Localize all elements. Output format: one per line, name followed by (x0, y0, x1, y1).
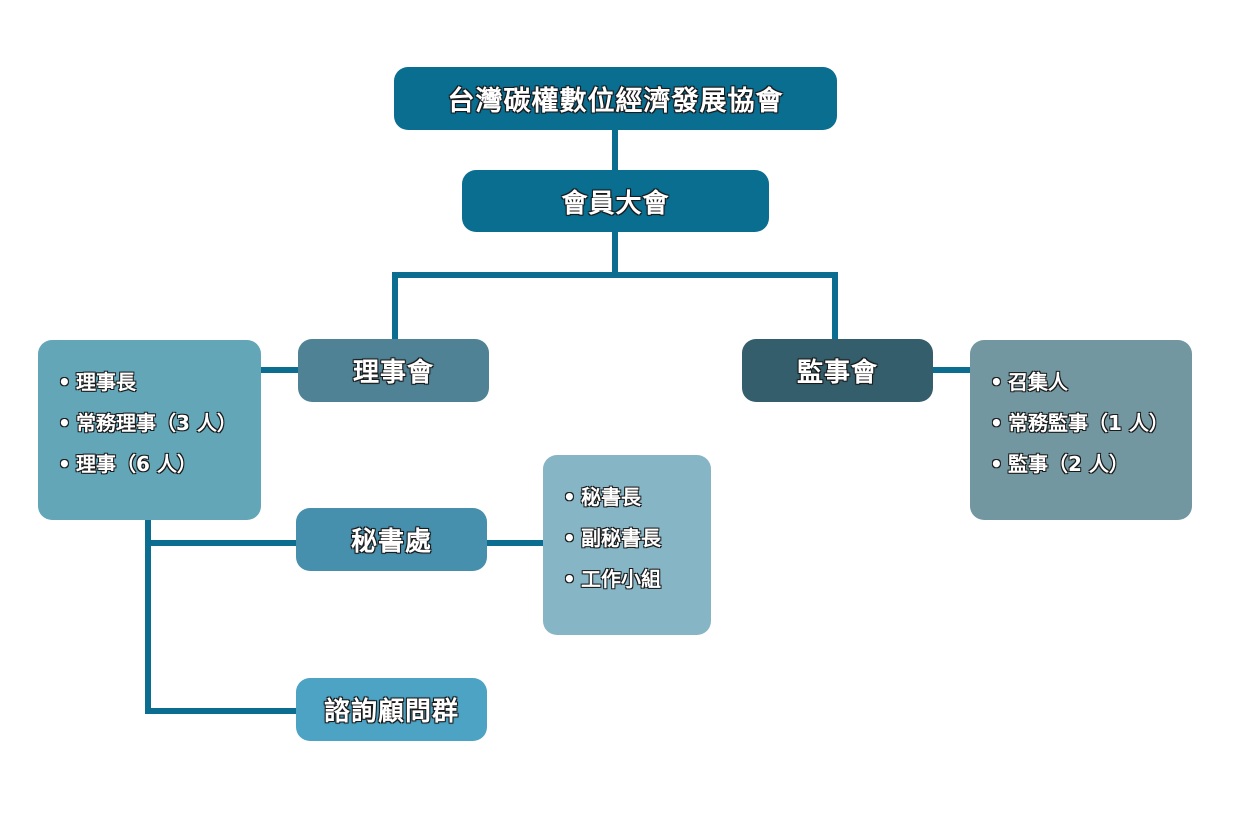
board-member-label: 理事（6 人） (76, 452, 197, 476)
connector-board-list (258, 367, 302, 373)
connector-supervisors-list (930, 367, 974, 373)
advisory-group-label: 諮詢顧問群 (323, 697, 459, 727)
connector-assembly-down (612, 230, 618, 277)
supervisor-member-item: •監事（2 人） (990, 444, 1192, 485)
secretariat-members-list: •秘書長 •副秘書長 •工作小組 (543, 455, 711, 635)
board-member-label: 常務理事（3 人） (76, 411, 237, 435)
connector-board-down (145, 518, 151, 714)
secretariat-member-label: 秘書長 (581, 485, 641, 509)
bullet-icon: • (58, 411, 71, 435)
secretariat-member-item: •工作小組 (563, 559, 711, 600)
supervisor-member-item: •召集人 (990, 362, 1192, 403)
bullet-icon: • (563, 567, 576, 591)
connector-secretariat-list (484, 540, 546, 546)
secretariat-member-label: 副秘書長 (581, 526, 661, 550)
connector-to-board (392, 272, 398, 342)
board-of-supervisors-label: 監事會 (796, 358, 878, 388)
board-of-directors-box: 理事會 (298, 339, 489, 402)
supervisors-members-list: •召集人 •常務監事（1 人） •監事（2 人） (970, 340, 1192, 520)
supervisor-member-label: 監事（2 人） (1008, 452, 1129, 476)
root-organization-box: 台灣碳權數位經濟發展協會 (394, 67, 837, 130)
bullet-icon: • (563, 485, 576, 509)
bullet-icon: • (990, 370, 1003, 394)
board-of-supervisors-box: 監事會 (742, 339, 933, 402)
secretariat-member-item: •副秘書長 (563, 518, 711, 559)
connector-to-supervisors (832, 272, 838, 342)
board-member-item: •理事長 (58, 362, 261, 403)
secretariat-label: 秘書處 (350, 527, 432, 557)
board-of-directors-label: 理事會 (352, 358, 434, 388)
supervisor-member-label: 常務監事（1 人） (1008, 411, 1169, 435)
connector-to-secretariat (145, 540, 300, 546)
connector-horizontal-split (392, 272, 838, 278)
bullet-icon: • (990, 411, 1003, 435)
secretariat-box: 秘書處 (296, 508, 487, 571)
secretariat-member-label: 工作小組 (581, 567, 661, 591)
bullet-icon: • (58, 452, 71, 476)
supervisor-member-item: •常務監事（1 人） (990, 403, 1192, 444)
supervisor-member-label: 召集人 (1008, 370, 1068, 394)
board-member-item: •常務理事（3 人） (58, 403, 261, 444)
bullet-icon: • (563, 526, 576, 550)
secretariat-member-item: •秘書長 (563, 477, 711, 518)
board-member-item: •理事（6 人） (58, 444, 261, 485)
root-organization-label: 台灣碳權數位經濟發展協會 (447, 86, 784, 117)
bullet-icon: • (990, 452, 1003, 476)
board-members-list: •理事長 •常務理事（3 人） •理事（6 人） (38, 340, 261, 520)
general-assembly-box: 會員大會 (462, 170, 769, 232)
bullet-icon: • (58, 370, 71, 394)
advisory-group-box: 諮詢顧問群 (296, 678, 487, 741)
general-assembly-label: 會員大會 (561, 188, 670, 219)
board-member-label: 理事長 (76, 370, 136, 394)
connector-to-advisory (145, 708, 300, 714)
connector-root-assembly (612, 128, 618, 172)
